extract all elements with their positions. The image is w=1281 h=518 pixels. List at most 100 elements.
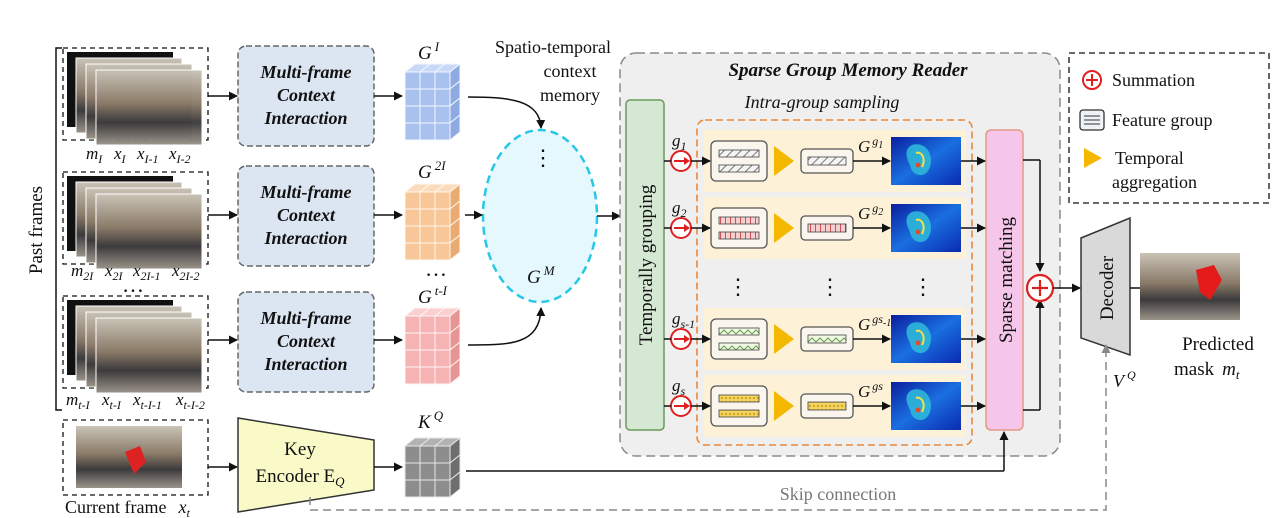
- rows-vdots-1: ⋮: [727, 274, 749, 299]
- past-frames-brace: [55, 47, 62, 411]
- key-encoder-line1: Key: [284, 439, 316, 460]
- reader-title: Sparse Group Memory Reader: [728, 60, 968, 81]
- current-frame-image: [76, 426, 182, 488]
- frame-labels-3: mt-I xt-I xt-I-1 xt-I-2: [66, 390, 205, 413]
- mfci-1-line1: Multi-frame: [259, 62, 351, 82]
- mfci-3-line3: Interaction: [263, 354, 347, 374]
- past-frames-label: Past frames: [26, 186, 47, 274]
- temporal-aggregation-icon: [774, 213, 794, 243]
- memory-dots: ⋮: [532, 145, 554, 170]
- feature-group-box: [710, 140, 768, 182]
- memory-title-3: memory: [540, 85, 600, 105]
- group-label-4: gs: [672, 376, 686, 398]
- attention-heatmap: [891, 137, 961, 185]
- frame-stack-2: [67, 176, 203, 270]
- key-encoder: Key Encoder EQ: [237, 417, 375, 513]
- temporal-grouping-label: Temporally grouping: [636, 184, 657, 345]
- mfci-2-line2: Context: [277, 205, 336, 225]
- intra-title: Intra-group sampling: [744, 92, 900, 112]
- legend: Summation Feature group Temporal aggrega…: [1068, 52, 1270, 204]
- sampling-icon: [670, 328, 692, 350]
- sparse-matching-box: [985, 129, 1024, 431]
- attention-heatmap: [891, 204, 961, 252]
- skip-connection-label: Skip connection: [780, 484, 896, 504]
- feature-group-box: [710, 385, 768, 427]
- past-frames-dots: …: [122, 272, 144, 297]
- group-label-2: g2: [672, 198, 687, 220]
- attention-heatmap: [891, 382, 961, 430]
- mfci-3-line2: Context: [277, 331, 336, 351]
- decoder-label: Decoder: [1097, 255, 1118, 320]
- legend-summation: Summation: [1112, 70, 1195, 90]
- predicted-label-1: Predicted: [1182, 334, 1254, 355]
- aggregated-feature-box: [800, 326, 854, 352]
- feature-group-box: [710, 207, 768, 249]
- group-label-3: gs-1: [672, 309, 695, 331]
- frame-stack-1: [67, 52, 203, 146]
- key-query-cube: [403, 436, 462, 499]
- key-encoder-line2: Encoder EQ: [255, 466, 345, 489]
- summation-node: [1025, 273, 1055, 303]
- feature-cube-3: [403, 306, 462, 386]
- predicted-mask-image: [1140, 253, 1240, 320]
- attention-heatmap: [891, 315, 961, 363]
- group-label-1: g1: [672, 131, 687, 153]
- sampling-icon: [670, 395, 692, 417]
- frame-stack-3: [67, 300, 203, 394]
- temporal-aggregation-icon: [774, 324, 794, 354]
- sparse-group-memory-reader: Sparse Group Memory Reader Intra-group s…: [619, 52, 1061, 457]
- feature-cube-2: [403, 182, 462, 262]
- mfci-1-line3: Interaction: [263, 108, 347, 128]
- summation-icon: [1082, 70, 1102, 90]
- memory-title-1: Spatio-temporal: [495, 37, 611, 57]
- temporal-aggregation-icon: [774, 391, 794, 421]
- mfci-2-line1: Multi-frame: [259, 182, 351, 202]
- frame-labels-2: m2I x2I x2I-1 x2I-2: [71, 261, 200, 284]
- legend-temporal-1: Temporal: [1115, 148, 1184, 168]
- legend-temporal-2: aggregation: [1112, 172, 1197, 192]
- temporal-grouping-box: [625, 99, 665, 431]
- legend-feature-group: Feature group: [1112, 110, 1212, 130]
- sampling-icon: [670, 150, 692, 172]
- aggregated-feature-box: [800, 148, 854, 174]
- mfci-box-2: Multi-frame Context Interaction: [237, 165, 375, 267]
- frame-labels-1: mI xI xI-1 xI-2: [86, 144, 191, 167]
- past-frames-section: Past frames mI xI xI-1 xI-2 m2I x2I x2I-…: [26, 47, 209, 413]
- rows-vdots-3: ⋮: [912, 274, 934, 299]
- aggregated-feature-box: [800, 393, 854, 419]
- aggregated-feature-box: [800, 215, 854, 241]
- memory-title-2: context: [544, 61, 597, 81]
- feature-cube-1: [403, 62, 462, 142]
- rows-vdots-2: ⋮: [819, 274, 841, 299]
- feature-group-box: [710, 318, 768, 360]
- mfci-1-line2: Context: [277, 85, 336, 105]
- sparse-matching-label: Sparse matching: [996, 216, 1017, 343]
- mfci-box-3: Multi-frame Context Interaction: [237, 291, 375, 393]
- feature-group-icon: [1079, 109, 1105, 131]
- sampling-icon: [670, 217, 692, 239]
- mfci-3-line1: Multi-frame: [259, 308, 351, 328]
- mfci-box-1: Multi-frame Context Interaction: [237, 45, 375, 147]
- temporal-aggregation-icon: [1084, 148, 1102, 168]
- temporal-aggregation-icon: [774, 146, 794, 176]
- features-dots: …: [425, 256, 447, 281]
- mfci-2-line3: Interaction: [263, 228, 347, 248]
